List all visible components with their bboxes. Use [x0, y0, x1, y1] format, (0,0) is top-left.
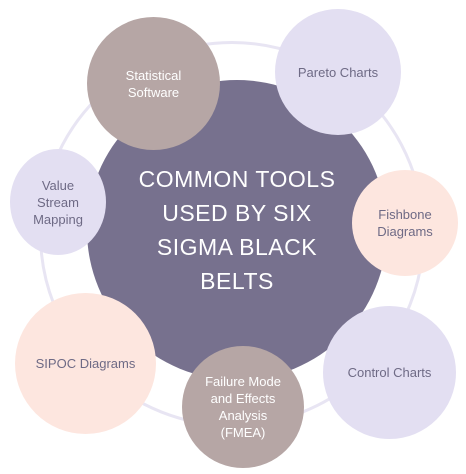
tool-label: Fishbone Diagrams [377, 207, 433, 239]
tool-label: SIPOC Diagrams [35, 356, 136, 371]
tool-statistical-software: Statistical Software [87, 17, 220, 150]
tool-control-charts: Control Charts [323, 306, 456, 439]
tool-label: Failure Mode and Effects Analysis (FMEA) [205, 374, 281, 440]
tool-fishbone-diagrams: Fishbone Diagrams [352, 170, 458, 276]
tool-label: Pareto Charts [297, 64, 379, 80]
tool-label: Control Charts [347, 365, 432, 380]
tool-value-stream-mapping: Value Stream Mapping [10, 149, 106, 255]
center-title: COMMON TOOLS USED BY SIX SIGMA BLACK BEL… [138, 166, 336, 294]
tool-sipoc-diagrams: SIPOC Diagrams [15, 293, 156, 434]
tool-pareto-charts: Pareto Charts [275, 9, 401, 135]
tool-fmea: Failure Mode and Effects Analysis (FMEA) [182, 346, 304, 468]
tool-label: Statistical Software [125, 67, 182, 100]
tool-label: Value Stream Mapping [33, 177, 83, 227]
